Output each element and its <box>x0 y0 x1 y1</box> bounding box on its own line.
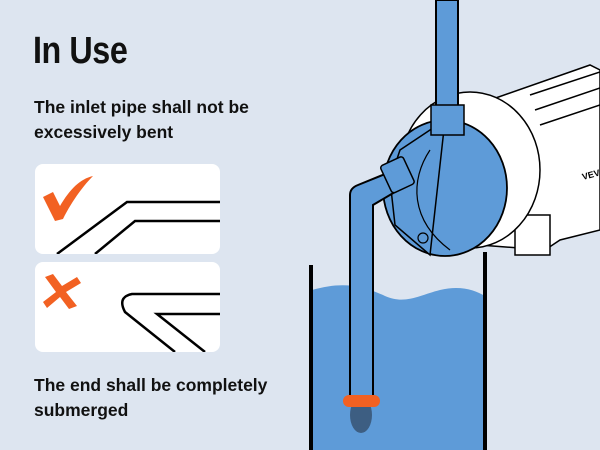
inlet-pipe <box>349 170 397 406</box>
outlet-fitting <box>430 104 465 136</box>
instruction-bend: The inlet pipe shall not be excessively … <box>34 97 249 142</box>
checkmark-icon <box>43 176 93 221</box>
pipe-end-marker <box>343 395 380 407</box>
instruction-submerged: The end shall be completely submerged <box>34 375 268 420</box>
gentle-bend-pipe <box>56 200 220 254</box>
example-card-incorrect <box>35 262 220 352</box>
example-card-correct <box>35 164 220 254</box>
sharp-bend-pipe <box>120 292 220 352</box>
inlet-fitting <box>380 156 415 194</box>
water <box>312 285 485 450</box>
brand-label: VEV <box>581 168 600 182</box>
cross-icon <box>43 274 81 309</box>
outlet-pipe <box>435 0 459 111</box>
page-title: In Use <box>33 30 128 72</box>
